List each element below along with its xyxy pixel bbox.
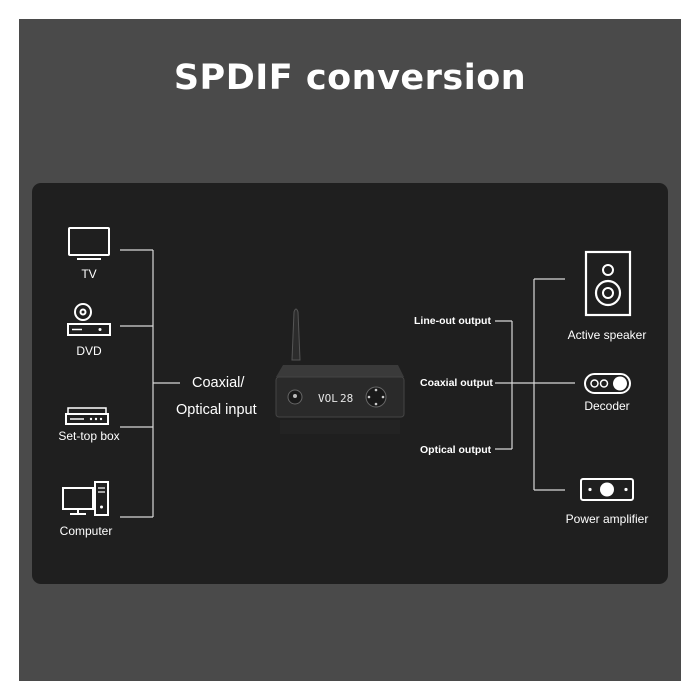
decoder-icon — [584, 373, 631, 394]
destination-connector-lines — [533, 278, 575, 491]
output-label-line-out: Line-out output — [414, 315, 491, 327]
device-display-vol: VOL — [318, 392, 338, 405]
output-connector-lines — [495, 320, 534, 450]
source-label-dvd: DVD — [76, 344, 102, 358]
output-label-optical: Optical output — [420, 444, 492, 456]
source-label-set-top-box: Set-top box — [58, 429, 120, 443]
set-top-box-icon — [65, 407, 109, 425]
dvd-player-icon — [67, 303, 111, 336]
power-amplifier-icon — [580, 478, 634, 501]
tv-icon — [68, 227, 110, 260]
input-label-line2: Optical input — [176, 402, 257, 418]
computer-icon — [62, 481, 109, 516]
source-label-tv: TV — [81, 267, 97, 281]
speaker-icon — [584, 250, 632, 317]
input-label-line1: Coaxial/ — [192, 375, 245, 391]
input-connector-lines — [120, 249, 180, 518]
destination-label-active-speaker: Active speaker — [567, 328, 647, 342]
destination-label-power-amplifier: Power amplifier — [565, 512, 649, 526]
converter-device — [275, 308, 405, 434]
source-label-computer: Computer — [59, 524, 113, 538]
device-display-value: 28 — [340, 392, 353, 405]
destination-label-decoder: Decoder — [584, 399, 630, 413]
output-label-coaxial: Coaxial output — [420, 377, 493, 389]
page-title: SPDIF conversion — [173, 58, 527, 98]
